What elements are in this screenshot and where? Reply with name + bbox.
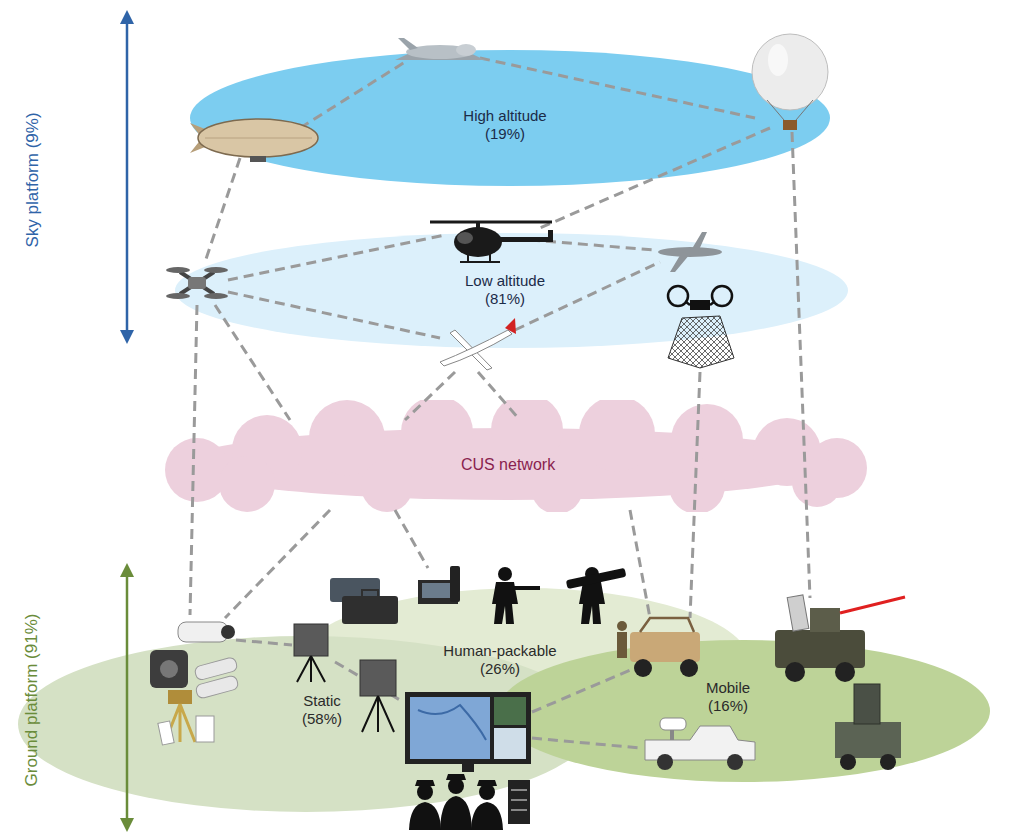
camera-station-icon <box>150 622 239 745</box>
sky-arrow <box>120 10 134 344</box>
loitering-drone-icon <box>658 232 722 272</box>
region-label: Static (58%) <box>287 692 357 728</box>
buggy-icon <box>617 618 700 677</box>
pickup-icon <box>645 718 755 770</box>
glider-icon <box>440 318 516 370</box>
dashed-links <box>190 58 810 748</box>
network-cloud: CUS network <box>137 400 880 512</box>
altitude-ellipse: High altitude (19%) <box>190 50 830 186</box>
net-drone-icon <box>668 286 734 368</box>
region-label: Human-packable (26%) <box>433 642 568 678</box>
radar-truck-icon <box>835 684 901 770</box>
hale-drone-icon <box>395 38 485 60</box>
region-label: Mobile (16%) <box>693 679 763 715</box>
soldier-icon <box>492 567 626 624</box>
case-icon <box>330 566 460 624</box>
region-label: Low altitude (81%) <box>460 272 550 308</box>
axis-label: Sky platform (9%) <box>22 112 42 247</box>
region-label: CUS network <box>461 456 555 474</box>
region-label: High altitude (19%) <box>453 107 558 143</box>
balloon-icon <box>752 34 828 130</box>
platform-ellipse: Mobile (16%) <box>498 640 990 782</box>
helicopter-icon <box>430 222 553 262</box>
console-icon <box>405 692 531 772</box>
axis-label: Ground platform (91%) <box>22 614 42 787</box>
laser-truck-icon <box>775 595 905 682</box>
ground-arrow <box>120 563 134 832</box>
quadcopter-icon <box>166 267 228 299</box>
airship-icon <box>190 119 318 162</box>
operators-icon <box>409 774 530 830</box>
tripod-radar-icon <box>294 624 396 732</box>
